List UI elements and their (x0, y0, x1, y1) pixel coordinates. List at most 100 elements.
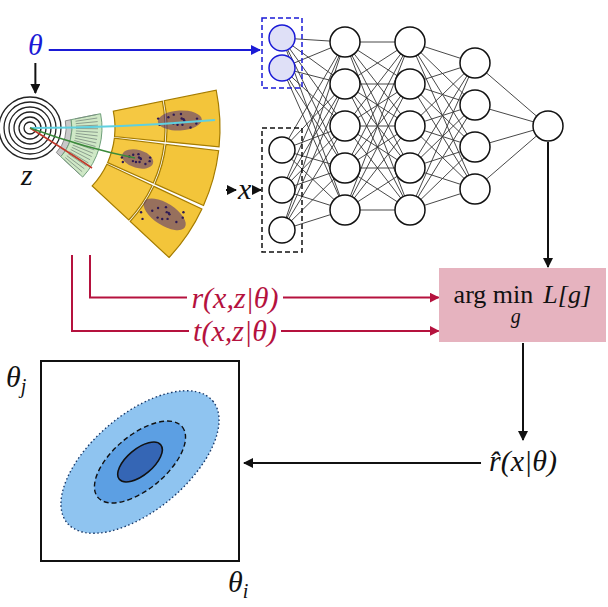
particle-track (30, 128, 92, 168)
particle-track (30, 120, 215, 128)
network-weight (345, 84, 410, 210)
edge-label: r(x,z|θ) (187, 283, 282, 313)
detector-event: z (15, 90, 228, 255)
calorimeter-cell (113, 101, 165, 141)
observable-arrow (226, 189, 236, 191)
shower-dot (141, 218, 143, 220)
module-stroke (68, 154, 86, 166)
shower-dot (180, 117, 182, 119)
shower-dot (135, 161, 137, 163)
network-neuron (330, 153, 360, 183)
energy-deposit (157, 109, 202, 131)
network-neuron (269, 177, 295, 203)
network-neuron (269, 55, 295, 81)
shower-dot (122, 161, 124, 163)
shower-dot (137, 153, 139, 155)
parameter-input-group (262, 18, 302, 88)
network-weight (345, 42, 410, 168)
node-label: z (21, 160, 33, 190)
shower-dot (157, 207, 159, 209)
network-neuron (395, 27, 425, 57)
network-weight (345, 84, 410, 210)
network-neuron (269, 217, 295, 243)
estimator-symbol: r̂(x|θ) (489, 446, 557, 476)
network-weight (345, 42, 410, 168)
shower-dot (132, 160, 134, 162)
module-stroke (76, 122, 98, 124)
network-neuron (460, 174, 490, 204)
network-neuron (395, 69, 425, 99)
network-neuron (533, 111, 563, 141)
network-neuron (330, 111, 360, 141)
axis-label: θi (228, 567, 248, 601)
edge-label: t(x,z|θ) (189, 316, 281, 346)
shower-dot (182, 216, 184, 218)
shower-dot (175, 221, 177, 223)
observable-symbol: x (238, 174, 251, 204)
module-stroke (64, 159, 80, 174)
particle-track (30, 128, 135, 158)
network-neuron (330, 195, 360, 225)
shower-dot (151, 210, 153, 212)
shower-dot (144, 163, 146, 165)
detector-drawing (0, 90, 220, 257)
shower-dot (138, 161, 140, 163)
network-neuron (395, 153, 425, 183)
math-text: arg min (454, 282, 534, 308)
network-neuron (395, 195, 425, 225)
shower-dot (165, 206, 167, 208)
shower-dot (148, 160, 150, 162)
shower-dot (166, 211, 168, 213)
shower-dot (189, 126, 191, 128)
shower-dot (161, 218, 163, 220)
shower-dot (132, 153, 134, 155)
shower-dot (140, 211, 142, 213)
shower-dot (167, 116, 169, 118)
likelihood-contours (36, 364, 243, 560)
module-stroke (76, 133, 98, 136)
neural-network (262, 18, 563, 252)
simulation-arrow (34, 63, 36, 93)
network-neuron (395, 111, 425, 141)
shower-dot (180, 113, 182, 115)
shower-dot (196, 117, 198, 119)
axis-label: θj (6, 362, 26, 396)
shower-dot (181, 124, 183, 126)
shower-dot (173, 113, 175, 115)
parameter-symbol: θ (28, 30, 43, 60)
network-neuron (330, 27, 360, 57)
shower-dot (166, 218, 168, 220)
parameter-arrow (49, 49, 260, 51)
module-stroke (76, 131, 98, 132)
module-stroke (76, 118, 98, 121)
observable-arrow (253, 189, 261, 191)
network-neuron (269, 137, 295, 163)
network-neuron (330, 69, 360, 99)
network-neuron (460, 48, 490, 78)
math-text: g (511, 306, 521, 326)
shower-dot (182, 211, 184, 213)
shower-dot (121, 156, 123, 158)
network-neuron (460, 132, 490, 162)
inference-arrow (244, 462, 481, 464)
observable-input-group (262, 128, 302, 252)
contour-outer (36, 364, 243, 560)
contour-plot: θjθi (40, 360, 240, 562)
network-neuron (269, 25, 295, 51)
contour-inner (111, 435, 169, 490)
shower-dot (138, 156, 140, 158)
energy-deposit (139, 192, 191, 236)
math-text: L[g] (543, 282, 591, 308)
shower-dot (156, 216, 158, 218)
loss-minimization-box: arg ming L[g] (439, 268, 606, 342)
calorimeter-cell (130, 186, 202, 257)
shower-dot (157, 117, 159, 119)
energy-deposit (120, 146, 156, 172)
estimate-arrow (522, 343, 524, 440)
shower-dot (149, 156, 151, 158)
network-output-arrow (547, 142, 549, 267)
network-neuron (460, 90, 490, 120)
contour-middle (81, 406, 200, 518)
module-stroke (75, 138, 96, 143)
